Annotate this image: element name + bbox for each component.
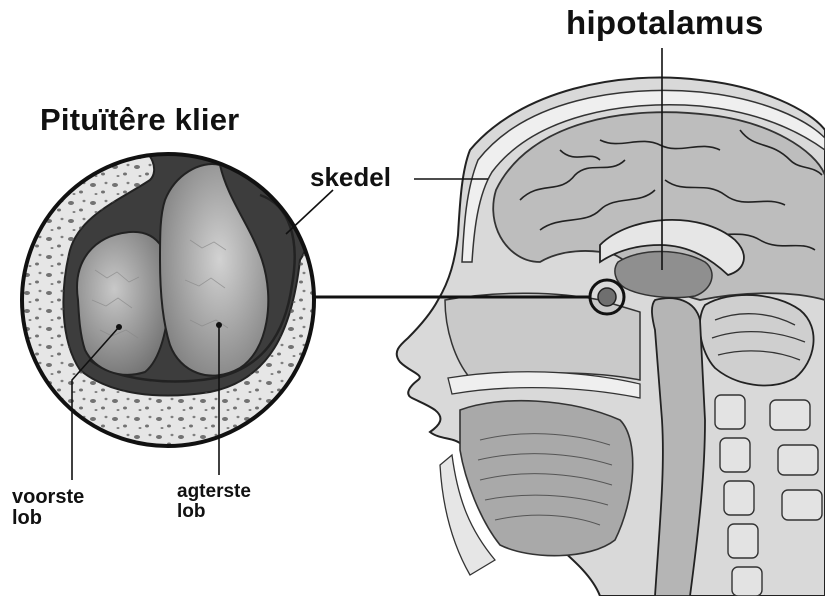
skull-leader-circle	[286, 190, 333, 234]
pituitary-zoom-circle	[10, 150, 330, 460]
posterior-lobe-label-line2: lob	[177, 502, 251, 522]
anterior-lobe-dot	[116, 324, 122, 330]
nasal-cavity	[445, 293, 640, 380]
anterior-lobe-label-line2: lob	[12, 508, 84, 529]
hypothalamus-region	[615, 252, 712, 298]
pituitary-gland-title: Pituïtêre klier	[40, 104, 239, 137]
skull-label: skedel	[310, 164, 391, 191]
anterior-lobe-label: voorste lob	[12, 487, 84, 529]
anterior-lobe	[77, 232, 170, 375]
posterior-lobe-label: agterste lob	[177, 482, 251, 522]
posterior-lobe-dot	[216, 322, 222, 328]
hypothalamus-label: hipotalamus	[566, 6, 764, 41]
anterior-lobe-label-line1: voorste	[12, 487, 84, 508]
posterior-lobe-label-line1: agterste	[177, 482, 251, 502]
head-profile	[397, 78, 825, 596]
